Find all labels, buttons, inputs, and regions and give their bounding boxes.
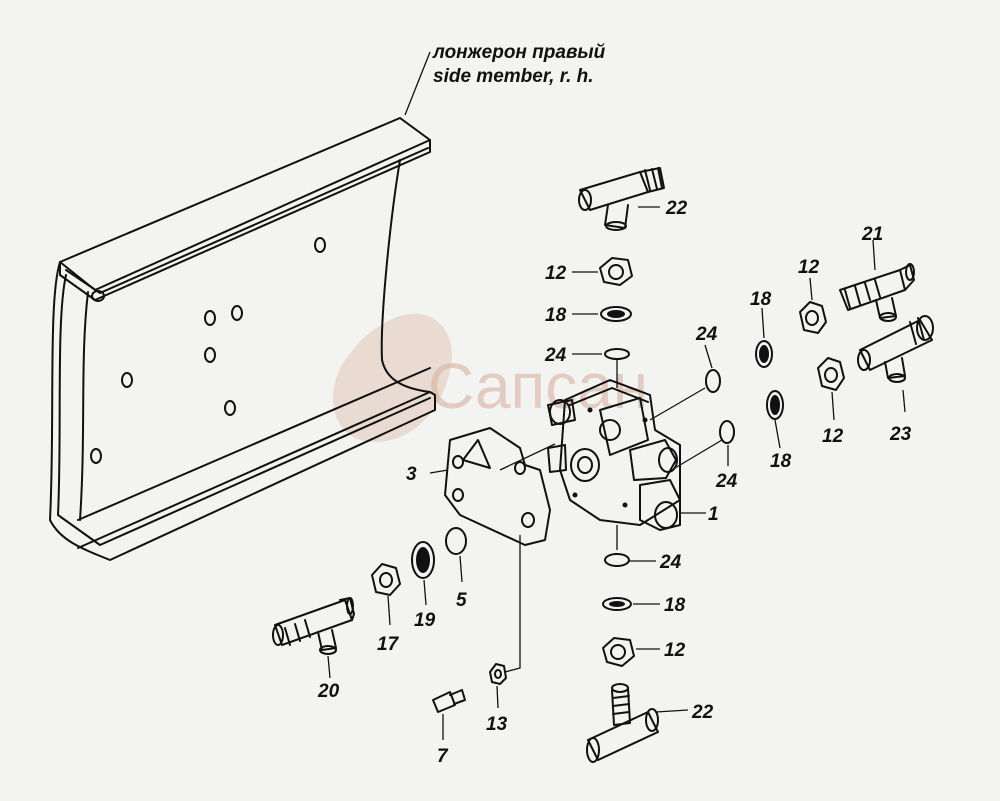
callout-22-bottom: 22 xyxy=(691,702,714,723)
callout-1: 1 xyxy=(708,504,719,525)
nut-17 xyxy=(371,563,401,596)
callout-23: 23 xyxy=(889,424,912,445)
callout-24-top: 24 xyxy=(544,345,567,366)
washer-18-top xyxy=(600,306,632,322)
callout-18-right-b: 18 xyxy=(770,451,792,472)
nut-12-right-upper xyxy=(799,301,827,334)
callout-12-bottom: 12 xyxy=(664,640,686,661)
nut-13 xyxy=(489,663,507,685)
side-member xyxy=(49,117,436,561)
callout-21: 21 xyxy=(861,224,883,245)
callout-5: 5 xyxy=(456,590,467,611)
watermark: Сапсан xyxy=(333,313,648,442)
callout-13: 13 xyxy=(486,714,508,735)
washer-24-right-upper xyxy=(705,369,721,393)
callout-12-right-lower: 12 xyxy=(822,426,844,447)
callout-7: 7 xyxy=(437,746,449,767)
callout-12-top: 12 xyxy=(545,263,567,284)
caption-line-1: лонжерон правый xyxy=(432,42,606,63)
callout-3: 3 xyxy=(406,464,417,485)
washer-18-right-a xyxy=(755,340,773,368)
nut-12-top xyxy=(599,257,633,286)
callout-24-right-lower: 24 xyxy=(715,471,738,492)
callout-18-right-a: 18 xyxy=(750,289,772,310)
washer-5 xyxy=(445,527,467,555)
washer-24-bottom xyxy=(604,553,630,567)
callout-19: 19 xyxy=(414,610,436,631)
nut-12-right-lower xyxy=(817,357,845,391)
callout-18-top: 18 xyxy=(545,305,567,326)
washer-18-right-b xyxy=(766,390,784,420)
washer-18-bottom xyxy=(602,597,632,611)
callout-24-bottom: 24 xyxy=(659,552,682,573)
callout-22-top: 22 xyxy=(665,198,688,219)
watermark-text: Сапсан xyxy=(428,350,648,422)
bracket xyxy=(444,427,556,673)
tee-fitting-21 xyxy=(839,263,915,322)
bolt-7 xyxy=(432,689,466,713)
callout-24-right-upper: 24 xyxy=(695,324,718,345)
washer-24-top xyxy=(604,348,630,360)
tee-fitting-20 xyxy=(272,597,355,655)
washer-24-right-lower xyxy=(719,420,735,444)
callout-20: 20 xyxy=(317,681,340,702)
tee-fitting-22-bottom xyxy=(586,683,659,763)
washer-19 xyxy=(411,541,435,579)
callout-12-right-upper: 12 xyxy=(798,257,820,278)
caption-leader xyxy=(404,51,431,116)
callout-18-bottom: 18 xyxy=(664,595,686,616)
caption-line-2: side member, r. h. xyxy=(433,66,594,87)
leader-lines xyxy=(327,206,906,740)
valve-assembly xyxy=(547,379,681,531)
tee-fitting-23 xyxy=(857,315,934,383)
tee-fitting-22-top xyxy=(578,167,665,231)
nut-12-bottom xyxy=(602,637,635,667)
callouts: 22 12 18 24 24 18 12 21 12 18 23 24 3 1 … xyxy=(317,198,912,767)
callout-17: 17 xyxy=(377,634,400,655)
